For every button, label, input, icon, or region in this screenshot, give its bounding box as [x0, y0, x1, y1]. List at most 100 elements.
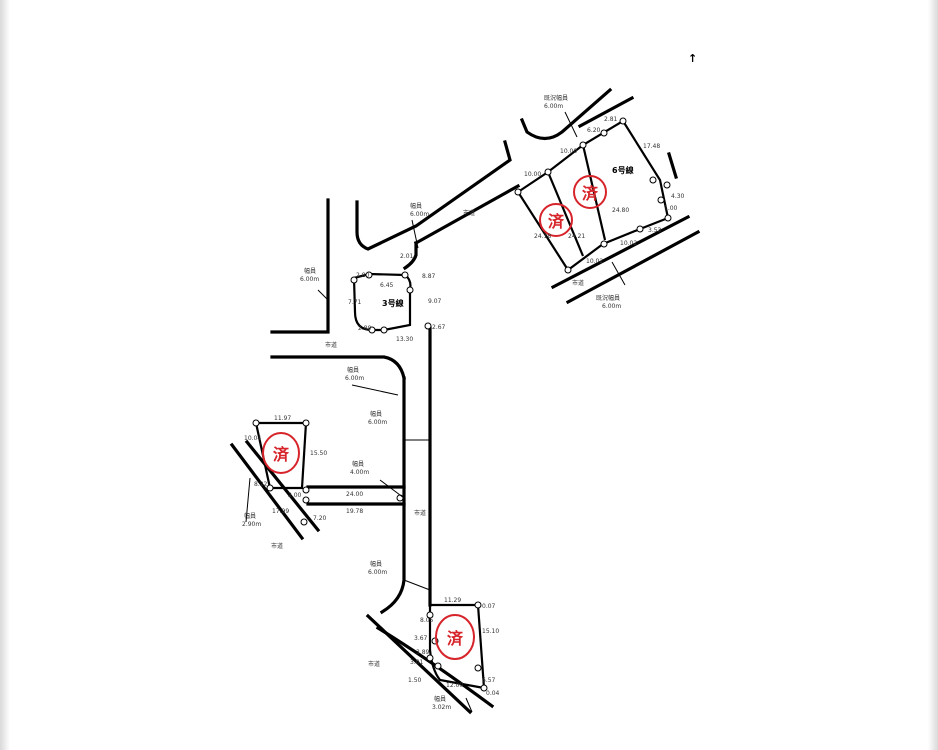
width-indicator-lines	[245, 111, 626, 713]
road-ne-south-b	[565, 229, 701, 305]
label-width-value: 6.00m	[368, 569, 387, 576]
dim-label: 11.29	[444, 597, 461, 604]
road-text-labels: 既況幅員 6.00m 幅員 6.00m 市道 幅員 6.00m 市道 幅員 6.…	[242, 94, 621, 711]
dim-label: 3.01	[410, 659, 424, 666]
road-diag-left-a	[229, 442, 305, 541]
dim-label: 15.50	[310, 450, 327, 457]
label-width-value: 6.00m	[345, 375, 364, 382]
label-width: 幅員	[347, 366, 359, 374]
label-shido: 市道	[463, 209, 475, 217]
label-shido: 市道	[368, 660, 380, 668]
label-existing-width: 既況幅員	[544, 94, 568, 102]
road-left-vertical	[270, 198, 330, 334]
dim-label: 0.07	[482, 603, 496, 610]
label-existing-width: 既況幅員	[596, 294, 620, 302]
dim-label: 17.99	[272, 508, 289, 515]
lot-left-sold: 済	[252, 419, 404, 526]
dim-label: 3.53	[648, 227, 662, 234]
lot-3-go-sen: 3号線	[350, 271, 432, 334]
sold-stamp-text: 済	[582, 184, 599, 203]
label-width: 幅員	[434, 695, 446, 703]
dim-label: 24.18	[534, 233, 551, 240]
dim-label: 10.04	[244, 435, 261, 442]
north-arrow-icon: ↑	[688, 52, 697, 65]
label-shido: 市道	[325, 341, 337, 349]
dim-label: 19.78	[346, 508, 363, 515]
left-page-edge	[0, 0, 10, 750]
dim-label: 7.20	[313, 515, 327, 522]
dim-label: 13.30	[396, 336, 413, 343]
sold-stamp-text: 済	[447, 629, 464, 648]
road-top-curve	[519, 87, 613, 141]
lot-6-label: 6号線	[612, 165, 634, 175]
road-network	[229, 87, 701, 715]
dim-label: 4.30	[671, 193, 685, 200]
dim-label: 2.80	[356, 272, 370, 279]
road-ne-south-a	[550, 214, 691, 290]
label-width: 幅員	[410, 202, 422, 210]
dim-label: 6.45	[380, 282, 394, 289]
dim-label: 12.00	[446, 682, 463, 689]
label-shido: 市道	[572, 279, 584, 287]
road-ne-lower	[413, 183, 521, 246]
label-width: 幅員	[352, 460, 364, 468]
right-page-edge	[928, 0, 938, 750]
dim-label: 24.00	[346, 491, 363, 498]
sold-stamp-text: 済	[273, 445, 290, 464]
dim-label: 2.81	[604, 116, 618, 123]
dim-label: 8.05	[420, 617, 434, 624]
dim-label: 11.97	[274, 415, 291, 422]
label-width-value: 6.00m	[410, 211, 429, 218]
dim-label: 6.57	[482, 677, 496, 684]
label-width: 幅員	[304, 267, 316, 275]
label-width: 幅員	[370, 560, 382, 568]
dim-label: 2.67	[432, 324, 446, 331]
dim-label: 3.89	[416, 649, 430, 656]
dim-label: 7.71	[348, 299, 362, 306]
sold-stamp-6b	[539, 203, 573, 237]
lot-bottom-sold: 済	[426, 601, 488, 692]
dim-label: 6.20	[587, 127, 601, 134]
sold-stamp-text: 済	[548, 212, 565, 231]
dim-label: 17.48	[643, 143, 660, 150]
dim-label: 8.22	[254, 481, 268, 488]
dim-label: 2.01	[400, 253, 414, 260]
dim-label: 10.00	[524, 171, 541, 178]
dimension-labels: 2.01 6.45 2.80 7.71 8.87 9.07 2.67 13.30…	[244, 116, 685, 697]
dim-label: 10.00	[560, 148, 577, 155]
dim-label: 2.80	[358, 325, 372, 332]
sold-stamp-6a	[573, 175, 607, 209]
sold-stamp-bottom	[435, 614, 475, 660]
road-3-top	[402, 241, 418, 271]
dim-label: 2.00	[288, 492, 302, 499]
label-shido: 市道	[271, 542, 283, 550]
dim-label: 24.21	[568, 233, 585, 240]
label-width-value: 6.00m	[544, 103, 563, 110]
dim-label: 24.80	[612, 207, 629, 214]
dim-label: 15.10	[482, 628, 499, 635]
label-width-value: 3.02m	[432, 704, 451, 711]
label-width-value: 2.90m	[242, 521, 261, 528]
dim-label: 1.00	[664, 205, 678, 212]
dim-label: 10.02	[620, 240, 637, 247]
road-ne-east-stub	[667, 152, 678, 179]
dim-label: 0.04	[486, 690, 500, 697]
dim-label: 10.02	[586, 258, 603, 265]
label-width-value: 6.00m	[602, 303, 621, 310]
road-diag-left-b	[244, 439, 321, 533]
sold-stamp-left	[262, 432, 300, 474]
dim-label: 9.07	[428, 298, 442, 305]
label-shido: 市道	[414, 509, 426, 517]
lot-6-go-sen: 6号線 済 済	[514, 117, 672, 274]
label-width-value: 6.00m	[368, 419, 387, 426]
lot-3-label: 3号線	[382, 298, 404, 308]
label-width: 幅員	[370, 410, 382, 418]
label-width-value: 6.00m	[300, 276, 319, 283]
road-ne-north	[577, 95, 635, 129]
road-shido-horizontal	[270, 355, 406, 380]
label-width-value: 4.00m	[350, 469, 369, 476]
road-ne-cap	[510, 160, 518, 186]
label-width: 幅員	[244, 512, 256, 520]
dim-label: 3.67	[414, 635, 428, 642]
